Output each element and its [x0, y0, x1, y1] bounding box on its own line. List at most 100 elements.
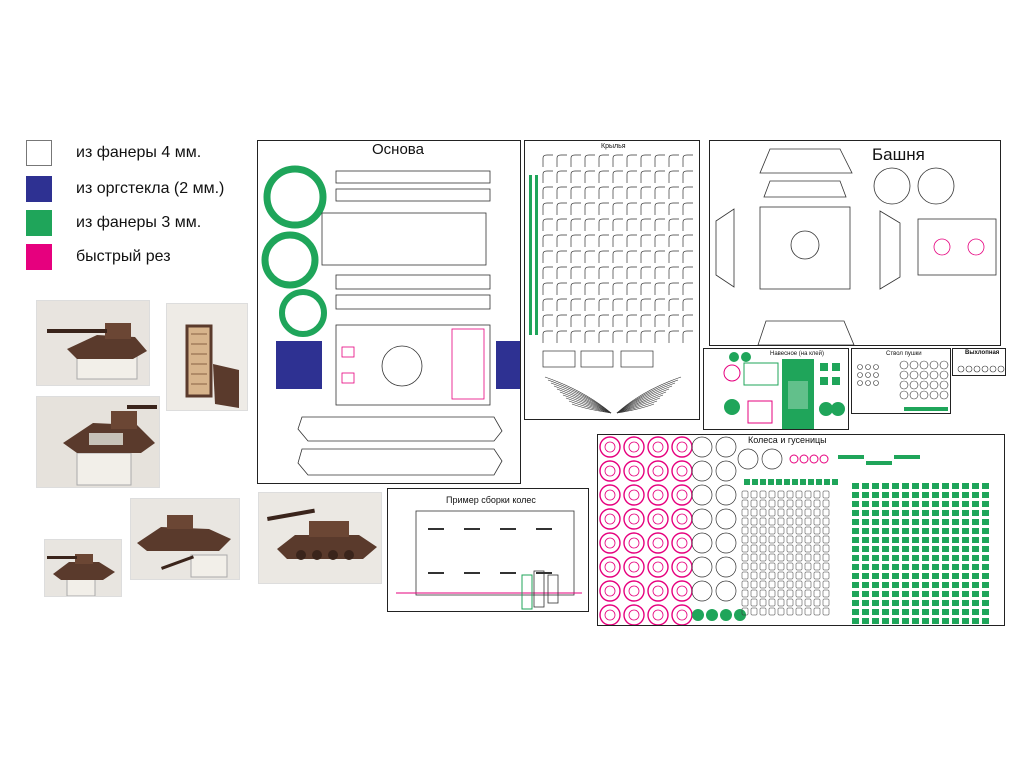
barrel-ring — [909, 380, 919, 390]
track-link — [777, 499, 785, 508]
fender-part — [542, 234, 553, 247]
fender-part — [542, 266, 553, 279]
track-link-green — [922, 546, 929, 552]
track-link-green — [902, 573, 909, 579]
barrel-ring — [929, 390, 939, 400]
track-link-green — [952, 483, 959, 489]
track-link — [804, 508, 812, 517]
track-link-green — [982, 573, 989, 579]
fender-part — [654, 218, 665, 231]
wheel-disc — [691, 508, 713, 530]
barrel-ring — [899, 390, 909, 400]
fender-part — [640, 250, 651, 263]
track-link-green — [952, 546, 959, 552]
fender-part — [668, 282, 679, 295]
track-link — [777, 571, 785, 580]
track-link — [750, 607, 758, 616]
fender-part — [598, 282, 609, 295]
track-link — [822, 562, 830, 571]
track-link-green — [982, 510, 989, 516]
track-link-green — [892, 537, 899, 543]
tank-photo-1 — [36, 300, 150, 386]
track-link-green — [882, 537, 889, 543]
barrel-ring — [939, 360, 949, 370]
track-link — [804, 598, 812, 607]
track-link — [741, 553, 749, 562]
track-link-green — [952, 492, 959, 498]
track-link-green — [932, 501, 939, 507]
barrel-ring — [919, 370, 929, 380]
track-link-green — [942, 537, 949, 543]
track-pin — [768, 479, 774, 485]
fender-strip — [571, 403, 612, 414]
road-wheel — [647, 508, 669, 530]
track-link-green — [922, 492, 929, 498]
road-wheel — [671, 460, 693, 482]
road-wheel-hub — [604, 489, 616, 501]
fender-part — [570, 186, 581, 199]
fender-part — [584, 282, 595, 295]
barrel-ring — [929, 370, 939, 380]
track-link-green — [902, 537, 909, 543]
track-link-green — [922, 528, 929, 534]
barrel-ring — [909, 360, 919, 370]
track-link-green — [892, 582, 899, 588]
track-link-green — [952, 582, 959, 588]
track-link-green — [912, 582, 919, 588]
road-wheel — [623, 556, 645, 578]
road-wheel-hub — [604, 561, 616, 573]
fender-part — [626, 202, 637, 215]
fender-part — [640, 298, 651, 311]
track-link-green — [872, 519, 879, 525]
track-link-green — [932, 510, 939, 516]
sheet-primer: Пример сборки колес — [387, 488, 589, 612]
track-link-green — [972, 528, 979, 534]
wheel-disc — [715, 460, 737, 482]
track-link-green — [942, 492, 949, 498]
track-link — [822, 571, 830, 580]
track-link — [777, 535, 785, 544]
primer-parts — [396, 510, 582, 610]
road-wheel — [671, 532, 693, 554]
track-link — [750, 553, 758, 562]
road-wheel — [599, 532, 621, 554]
track-link-green — [852, 555, 859, 561]
road-wheel — [623, 484, 645, 506]
track-link-green — [852, 582, 859, 588]
fender-part — [556, 186, 567, 199]
fender-part — [654, 202, 665, 215]
road-wheel-hub — [604, 585, 616, 597]
fender-strip — [616, 397, 661, 414]
fender-part — [682, 170, 693, 183]
track-link-green — [852, 510, 859, 516]
track-pin — [816, 479, 822, 485]
track-link-green — [952, 519, 959, 525]
fender-part — [654, 234, 665, 247]
wheel-disc — [715, 556, 737, 578]
fender-part — [612, 186, 623, 199]
road-wheel-hub — [676, 513, 688, 525]
barrel-ring — [909, 390, 919, 400]
track-link-green — [942, 564, 949, 570]
fender-part — [668, 234, 679, 247]
track-link-green — [862, 501, 869, 507]
fender-part — [626, 282, 637, 295]
fender-part — [612, 266, 623, 279]
track-link-green — [902, 555, 909, 561]
track-link — [768, 517, 776, 526]
fender-part — [556, 266, 567, 279]
track-link-green — [912, 501, 919, 507]
track-link-green — [922, 483, 929, 489]
track-link-green — [892, 519, 899, 525]
tank-photo-2 — [166, 303, 248, 411]
track-link-green — [962, 609, 969, 615]
fender-part — [556, 202, 567, 215]
track-link — [795, 580, 803, 589]
sheet-osnova: Основа — [257, 140, 521, 484]
track-pin — [752, 479, 758, 485]
fender-part — [682, 154, 693, 167]
track-link — [768, 571, 776, 580]
track-link — [777, 490, 785, 499]
track-link-green — [872, 564, 879, 570]
track-link-green — [862, 609, 869, 615]
